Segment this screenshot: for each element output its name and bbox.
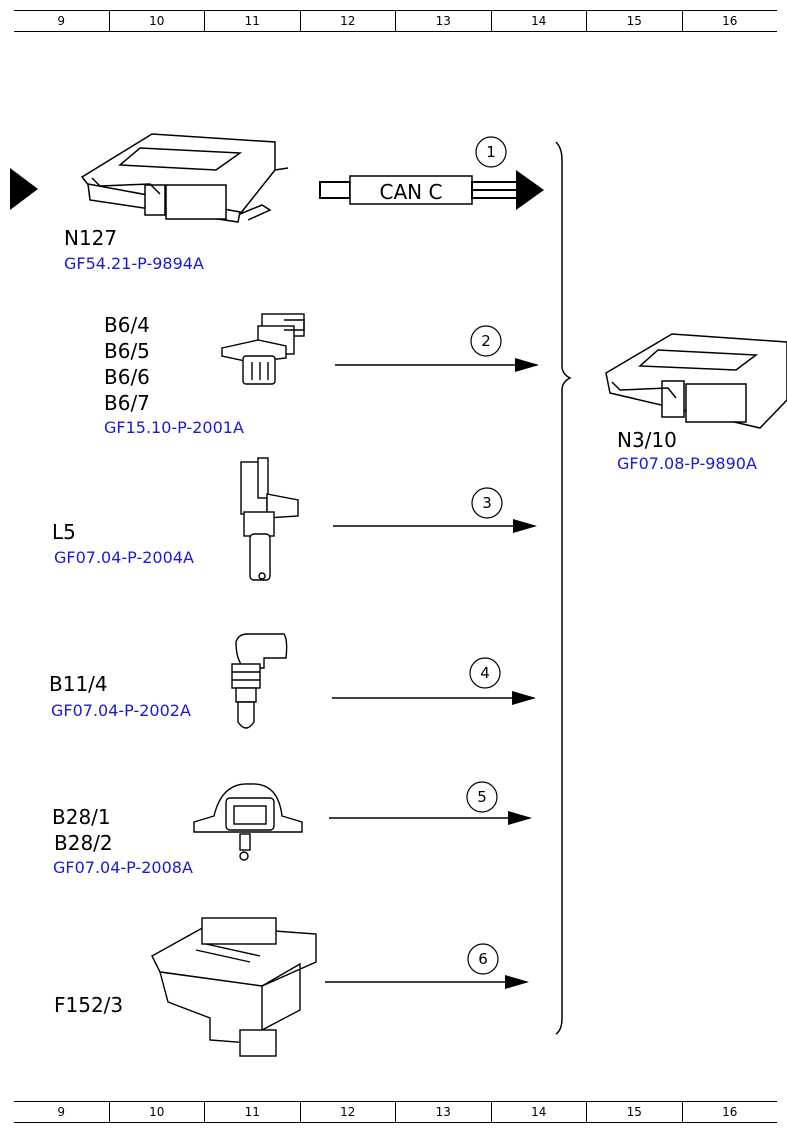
ruler-cell: 10 xyxy=(108,1102,205,1122)
b6-labels: B6/4 B6/5 B6/6 B6/7 xyxy=(104,312,150,416)
b6-doc-link[interactable]: GF15.10-P-2001A xyxy=(104,418,244,437)
n3-10-control-unit-illustration xyxy=(605,333,787,429)
ruler-cell: 13 xyxy=(395,11,491,31)
grouping-brace xyxy=(555,141,572,1035)
column-ruler-top: 9 10 11 12 13 14 15 16 xyxy=(14,10,777,32)
b6-label: B6/4 xyxy=(104,313,150,337)
b6-label: B6/5 xyxy=(104,339,150,363)
signal-marker: 6 xyxy=(467,943,499,975)
n127-doc-link[interactable]: GF54.21-P-9894A xyxy=(64,254,204,273)
l5-doc-link[interactable]: GF07.04-P-2004A xyxy=(54,548,194,567)
signal-marker: 2 xyxy=(470,325,502,357)
ruler-cell: 11 xyxy=(204,1102,300,1122)
n127-control-unit-illustration xyxy=(80,133,289,223)
b6-label: B6/7 xyxy=(104,391,150,415)
b28-doc-link[interactable]: GF07.04-P-2008A xyxy=(53,858,193,877)
b11-4-label: B11/4 xyxy=(49,672,108,696)
signal-marker: 5 xyxy=(466,781,498,813)
signal-number: 6 xyxy=(478,950,488,968)
b28-labels: B28/1 B28/2 xyxy=(52,804,113,856)
ruler-cell: 9 xyxy=(57,14,66,28)
signal-number: 4 xyxy=(480,664,490,682)
signal-number: 3 xyxy=(482,494,492,512)
signal-number: 2 xyxy=(481,332,491,350)
ruler-cell: 12 xyxy=(299,11,396,31)
b28-label: B28/1 xyxy=(52,805,111,829)
signal-marker: 4 xyxy=(469,657,501,689)
f152-3-label: F152/3 xyxy=(54,993,124,1017)
l5-label: L5 xyxy=(52,520,76,544)
ruler-cell: 12 xyxy=(299,1102,396,1122)
incoming-signal-arrow xyxy=(10,168,38,210)
b28-label: B28/2 xyxy=(54,831,113,855)
ruler-cell: 14 xyxy=(490,1102,587,1122)
can-c-bus: CAN C xyxy=(319,170,544,210)
b28-sensor-illustration xyxy=(193,783,303,861)
ruler-cell: 15 xyxy=(586,11,682,31)
ruler-cell: 15 xyxy=(586,1102,682,1122)
b6-label: B6/6 xyxy=(104,365,150,389)
signal-marker: 3 xyxy=(471,487,503,519)
column-ruler-bottom: 9 10 11 12 13 14 15 16 xyxy=(14,1101,777,1123)
ruler-cell: 10 xyxy=(108,11,205,31)
ruler-cell: 13 xyxy=(395,1102,491,1122)
ruler-cell: 9 xyxy=(57,1105,66,1119)
n3-10-label: N3/10 xyxy=(617,428,677,452)
n3-10-doc-link[interactable]: GF07.08-P-9890A xyxy=(617,454,757,473)
b11-4-sensor-illustration xyxy=(231,633,288,729)
ruler-cell: 16 xyxy=(681,11,778,31)
ruler-cell: 11 xyxy=(204,11,300,31)
can-c-label: CAN C xyxy=(380,180,443,204)
b11-4-doc-link[interactable]: GF07.04-P-2002A xyxy=(51,701,191,720)
ruler-cell: 16 xyxy=(681,1102,778,1122)
b6-sensor-illustration xyxy=(221,313,305,385)
signal-marker: 1 xyxy=(475,136,507,168)
signal-number: 1 xyxy=(486,143,496,161)
n127-label: N127 xyxy=(64,226,118,250)
f152-3-module-illustration xyxy=(151,917,317,1057)
l5-sensor-illustration xyxy=(240,457,299,581)
ruler-cell: 14 xyxy=(490,11,587,31)
signal-number: 5 xyxy=(477,788,487,806)
